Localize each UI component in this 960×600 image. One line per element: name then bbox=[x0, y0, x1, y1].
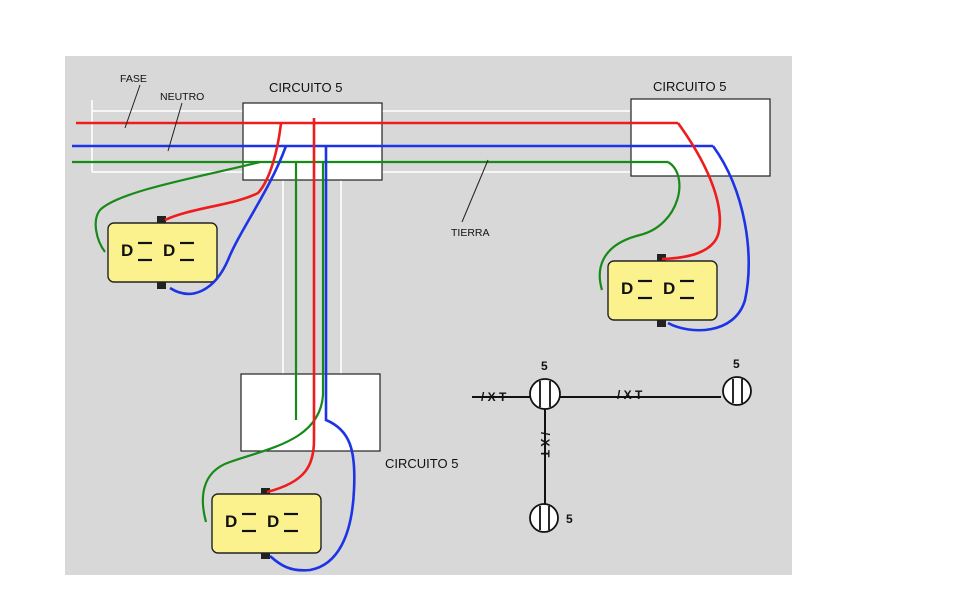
symbol-label-right: 5 bbox=[733, 357, 740, 371]
schematic-symbol: / X T / X T / X T 5 5 5 bbox=[472, 357, 752, 533]
label-circuit-top-center: CIRCUITO 5 bbox=[269, 80, 342, 95]
outlet-right: D D bbox=[607, 254, 718, 327]
neutral-wires bbox=[72, 144, 751, 572]
outlet-right-slot-1: D bbox=[621, 279, 633, 298]
outlet-left-slot-1: D bbox=[121, 241, 133, 260]
outlet-bottom: D D bbox=[211, 488, 322, 559]
outlet-bottom-slot-2: D bbox=[267, 512, 279, 531]
outlet-left-slot-2: D bbox=[163, 241, 175, 260]
label-tierra: TIERRA bbox=[451, 227, 490, 239]
symbol-label-center: 5 bbox=[541, 359, 548, 373]
symbol-marks-down: / X T bbox=[538, 432, 552, 458]
label-fase: FASE bbox=[120, 73, 147, 85]
symbol-marks-right: / X T bbox=[617, 388, 643, 402]
outlet-symbol-right bbox=[722, 376, 752, 406]
junction-box-top-center bbox=[242, 102, 383, 181]
label-neutro: NEUTRO bbox=[160, 91, 204, 103]
symbol-label-bottom: 5 bbox=[566, 512, 573, 526]
symbol-marks-left: / X T bbox=[481, 390, 507, 404]
label-circuit-bottom: CIRCUITO 5 bbox=[385, 456, 458, 471]
outlet-left: D D bbox=[107, 216, 218, 289]
junction-box-bottom bbox=[240, 373, 381, 452]
outlet-bottom-slot-1: D bbox=[225, 512, 237, 531]
outlet-right-slot-2: D bbox=[663, 279, 675, 298]
leader-lines bbox=[124, 84, 489, 223]
outlet-symbol-center bbox=[529, 378, 561, 410]
junction-box-top-right bbox=[630, 98, 771, 177]
label-circuit-top-right: CIRCUITO 5 bbox=[653, 79, 726, 94]
ground-wires bbox=[72, 160, 681, 523]
outlet-symbol-bottom bbox=[529, 503, 559, 533]
